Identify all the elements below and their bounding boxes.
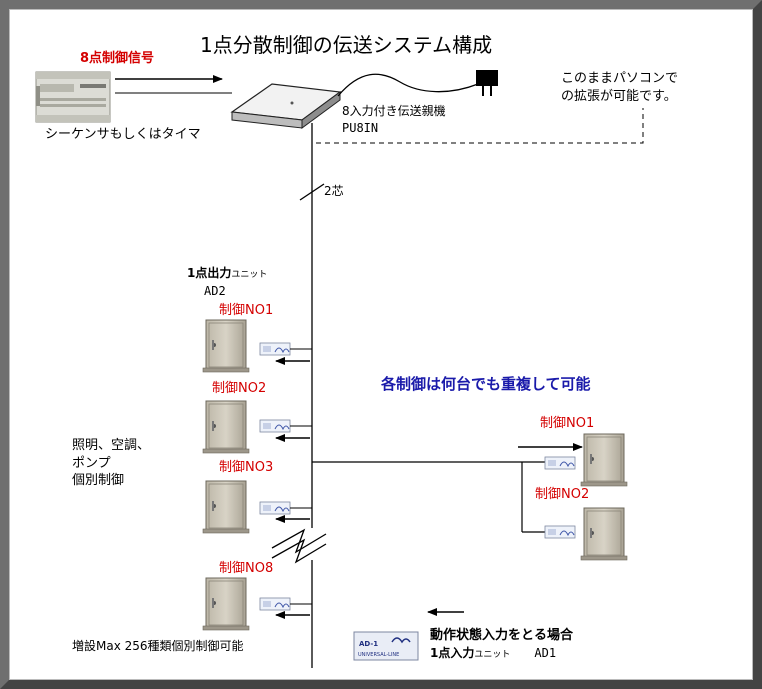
control-label-no8: 制御NO8 xyxy=(219,561,274,576)
output-unit-label-1a: 1点出力 xyxy=(187,266,232,280)
expansion-note: 増設Max 256種類個別制御可能 xyxy=(72,639,244,653)
right-control-label-no1: 制御NO1 xyxy=(540,416,595,431)
input-note-2a: 1点入力 xyxy=(430,646,475,660)
input-note-line-2: 1点入力ユニット AD1 xyxy=(430,646,556,661)
right-control-label-no2: 制御NO2 xyxy=(535,487,590,502)
output-unit-label-2: AD2 xyxy=(204,284,226,298)
input-note-2c: AD1 xyxy=(534,646,557,660)
power-cable xyxy=(337,73,479,97)
sequencer-label: シーケンサもしくはタイマ xyxy=(45,127,201,142)
power-plug-icon xyxy=(476,70,498,96)
input-device-text-1: AD-1 xyxy=(359,640,378,648)
cabinet-no1 xyxy=(202,319,312,373)
break-mark xyxy=(271,538,327,564)
control-label-no3: 制御NO3 xyxy=(219,460,274,475)
master-label-2: PU8IN xyxy=(342,121,379,135)
input-device-text-2: UNIVERSAL-LINE xyxy=(358,652,399,658)
right-cabinet-no2 xyxy=(544,507,628,561)
pc-note-line-1: このままパソコンで xyxy=(561,71,679,86)
right-cabinet-no1 xyxy=(518,433,628,487)
master-label-1: 8入力付き伝送親機 xyxy=(342,104,446,118)
equipment-label-2: ポンプ xyxy=(72,456,111,471)
break-mark xyxy=(271,528,327,554)
inner-frame xyxy=(9,9,753,680)
control-label-no1: 制御NO1 xyxy=(219,303,274,318)
pc-extension-dashed-line xyxy=(316,108,644,144)
cabinet-no8 xyxy=(202,577,312,631)
input-note-2b: ユニット xyxy=(474,650,511,660)
master-unit-device xyxy=(230,83,342,129)
output-unit-label-1: 1点出力ユニット xyxy=(187,266,267,281)
equipment-label-3: 個別制御 xyxy=(72,473,125,488)
wire-count-slash xyxy=(299,183,325,201)
pc-note-line-2: の拡張が可能です。 xyxy=(561,89,677,104)
input-note-line-1: 動作状態入力をとる場合 xyxy=(430,628,574,643)
diagram-title: 1点分散制御の伝送システム構成 xyxy=(200,33,493,57)
wire-label: 2芯 xyxy=(324,184,344,198)
signal-label: 8点制御信号 xyxy=(80,51,155,66)
cabinet-no2 xyxy=(202,400,312,454)
multi-control-note: 各制御は何台でも重複して可能 xyxy=(381,375,591,393)
equipment-label-1: 照明、空調、 xyxy=(72,438,151,453)
cabinet-no3 xyxy=(202,480,312,534)
output-unit-label-1b: ユニット xyxy=(231,270,268,280)
sequencer-device xyxy=(35,71,111,123)
input-unit-device xyxy=(353,631,419,661)
control-label-no2: 制御NO2 xyxy=(212,381,267,396)
